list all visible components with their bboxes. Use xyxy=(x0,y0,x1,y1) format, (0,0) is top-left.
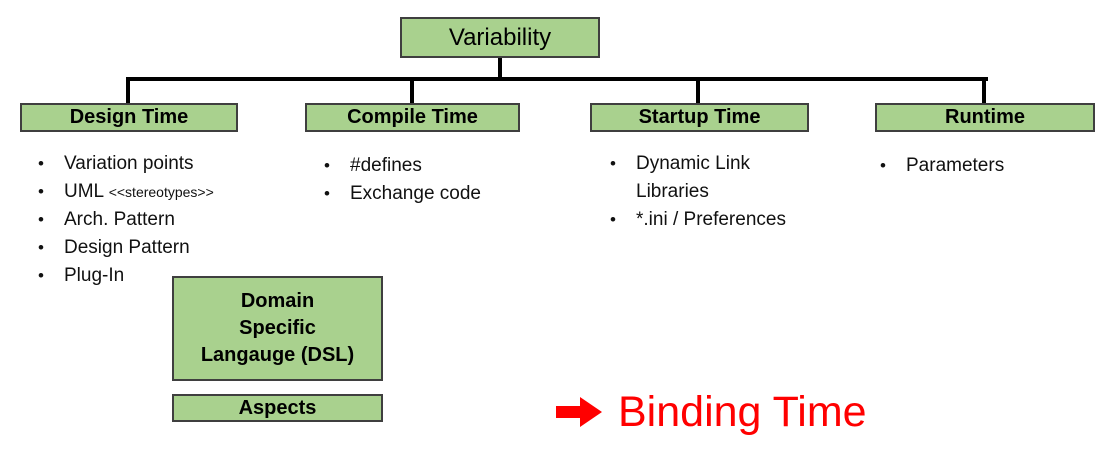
bullet-icon: • xyxy=(38,266,44,285)
connector-drop-runtime xyxy=(982,79,986,103)
header-label-compile-time: Compile Time xyxy=(347,106,478,128)
list-item: • Parameters xyxy=(878,152,1098,180)
variability-root-box: Variability xyxy=(400,17,600,58)
bullet-icon: • xyxy=(880,156,886,175)
list-item: • Dynamic Link Libraries xyxy=(608,150,814,206)
bullet-icon: • xyxy=(38,210,44,229)
list-item-label: UML <<stereotypes>> xyxy=(64,181,214,202)
list-item-label: Dynamic Link Libraries xyxy=(636,153,751,202)
red-right-arrow-icon xyxy=(556,395,602,434)
bullet-icon: • xyxy=(38,238,44,257)
connector-drop-design xyxy=(126,79,130,103)
binding-time-annotation: Binding Time xyxy=(556,388,867,437)
list-item-label: Exchange code xyxy=(350,183,481,204)
header-box-design-time: Design Time xyxy=(20,103,238,132)
list-item: • Arch. Pattern xyxy=(36,206,291,234)
design-time-list: • Variation points • UML <<stereotypes>>… xyxy=(36,150,291,290)
bullet-icon: • xyxy=(610,210,616,229)
header-box-runtime: Runtime xyxy=(875,103,1095,132)
header-label-startup-time: Startup Time xyxy=(638,106,761,128)
list-item: • Variation points xyxy=(36,150,291,178)
bullet-icon: • xyxy=(38,182,44,201)
connector-drop-startup xyxy=(696,79,700,103)
list-item: • UML <<stereotypes>> xyxy=(36,178,291,206)
list-item: • Exchange code xyxy=(322,180,552,208)
header-box-compile-time: Compile Time xyxy=(305,103,520,132)
list-item-label: Design Pattern xyxy=(64,237,190,258)
compile-time-list: • #defines • Exchange code xyxy=(322,152,552,208)
header-label-design-time: Design Time xyxy=(69,106,189,128)
dsl-line-1: Domain xyxy=(240,290,315,312)
list-item-label: Parameters xyxy=(906,155,1005,176)
dsl-line-2: Specific xyxy=(239,317,316,339)
bullet-icon: • xyxy=(324,156,330,175)
header-label-runtime: Runtime xyxy=(945,106,1025,128)
connector-drop-compile xyxy=(410,79,414,103)
list-item-label: Variation points xyxy=(64,153,194,174)
list-item: • *.ini / Preferences xyxy=(608,206,814,234)
variability-root-label: Variability xyxy=(448,23,552,51)
dsl-line-3: Langauge (DSL) xyxy=(200,344,355,366)
runtime-list: • Parameters xyxy=(878,152,1098,180)
bullet-icon: • xyxy=(610,154,616,173)
list-item-label: #defines xyxy=(350,155,422,176)
connector-root-stem xyxy=(498,58,502,79)
aspects-label: Aspects xyxy=(238,396,317,419)
list-item: • Plug-In xyxy=(36,262,291,290)
stereotypes-small-text: <<stereotypes>> xyxy=(108,184,214,200)
list-item: • Design Pattern xyxy=(36,234,291,262)
binding-time-label: Binding Time xyxy=(618,388,867,436)
connector-horizontal-bar xyxy=(126,77,988,81)
startup-time-list: • Dynamic Link Libraries • *.ini / Prefe… xyxy=(608,150,814,234)
list-item: • #defines xyxy=(322,152,552,180)
list-item-label: Plug-In xyxy=(64,265,125,286)
bullet-icon: • xyxy=(38,154,44,173)
header-box-startup-time: Startup Time xyxy=(590,103,809,132)
list-item-label: Arch. Pattern xyxy=(64,209,175,230)
bullet-icon: • xyxy=(324,184,330,203)
aspects-box: Aspects xyxy=(172,394,383,422)
list-item-label: *.ini / Preferences xyxy=(636,209,786,230)
dsl-box: Domain Specific Langauge (DSL) xyxy=(172,276,383,381)
